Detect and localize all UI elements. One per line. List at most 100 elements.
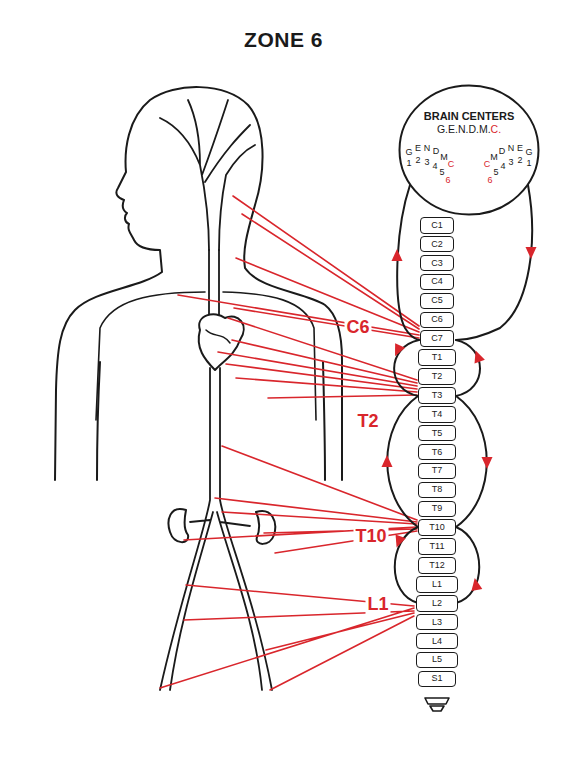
node-text: C4 — [431, 277, 443, 286]
vertebra-box: T12 — [418, 557, 456, 574]
arm-line — [97, 362, 325, 480]
nerve-line — [160, 585, 414, 690]
vertebra-box: C4 — [420, 274, 454, 291]
brain-center-code: 2 — [415, 156, 420, 165]
spine-level-label: T10 — [353, 526, 388, 546]
heart-detail — [206, 330, 230, 343]
vertebra-box: C3 — [420, 255, 454, 272]
node-text: L3 — [432, 618, 442, 627]
kidney — [169, 509, 189, 542]
head-vessels — [160, 100, 255, 250]
node-text: T2 — [432, 372, 443, 381]
flow-arrowhead — [469, 577, 482, 591]
nerve-line — [218, 318, 417, 398]
brain-center-code: M — [490, 153, 498, 162]
flow-arrowhead — [482, 457, 493, 469]
brain-center-code: 6 — [487, 176, 492, 185]
vertebra-box: T4 — [418, 406, 456, 423]
flow-arrowhead — [526, 247, 537, 259]
brain-center-code: 1 — [526, 159, 531, 168]
circulation-loop — [387, 396, 487, 527]
oval-text-block: BRAIN CENTERSG.E.N.D.M.C. — [398, 110, 540, 137]
oval-text-line: G.E.N.D.M.C. — [398, 123, 540, 137]
vertebra-box: T2 — [418, 368, 456, 385]
vertebra-box: T8 — [418, 482, 456, 499]
brain-center-code: N — [424, 144, 431, 153]
node-text: T8 — [432, 485, 443, 494]
brain-center-code: C — [484, 160, 491, 169]
brain-center-code: E — [415, 144, 421, 153]
heart — [199, 314, 244, 370]
main-vessels — [160, 250, 272, 690]
nerve-line — [178, 196, 419, 338]
brain-center-code: 2 — [517, 156, 522, 165]
coccyx — [425, 698, 449, 704]
vertebra-box: T3 — [418, 387, 456, 404]
node-text: T1 — [432, 353, 443, 362]
brain-center-code: 3 — [424, 158, 429, 167]
node-text: T11 — [430, 542, 445, 551]
brain-center-code: 6 — [445, 176, 450, 185]
node-text: T4 — [432, 410, 443, 419]
vertebra-box: L4 — [416, 633, 458, 650]
node-text: L4 — [432, 637, 442, 646]
circulation-loop — [395, 527, 480, 603]
brain-center-code: D — [433, 147, 440, 156]
vertebra-box: L1 — [416, 576, 458, 593]
spine-level-label: T2 — [355, 411, 380, 431]
vertebra-box: T9 — [418, 501, 456, 518]
node-text: T12 — [429, 561, 445, 570]
nerve-line — [184, 446, 417, 553]
vertebra-box: C6 — [420, 312, 454, 329]
node-text: L5 — [432, 655, 442, 664]
node-text: C5 — [431, 296, 443, 305]
node-text: C. — [491, 123, 502, 135]
node-text: L1 — [432, 580, 442, 589]
brain-center-code: M — [440, 153, 448, 162]
node-text: C3 — [431, 259, 443, 268]
node-text: C7 — [431, 334, 443, 343]
vertebra-box: C7 — [420, 330, 454, 347]
node-text: T3 — [432, 391, 443, 400]
brain-center-code: C — [448, 160, 455, 169]
brain-center-code: 1 — [406, 159, 411, 168]
vertebra-box: T7 — [418, 463, 456, 480]
vertebra-box: L3 — [416, 614, 458, 631]
kidney — [256, 511, 275, 544]
flow-arrowhead — [470, 349, 484, 364]
brain-center-code: 4 — [500, 162, 505, 171]
node-text: C1 — [431, 221, 443, 230]
brain-center-code: N — [508, 144, 515, 153]
brain-center-code: 5 — [439, 168, 444, 177]
vertebra-box: T5 — [418, 425, 456, 442]
arm-vessel — [96, 292, 316, 420]
brain-center-code: 3 — [508, 158, 513, 167]
coccyx — [430, 706, 444, 711]
node-text: T10 — [429, 523, 445, 532]
flow-arrowhead — [390, 343, 405, 359]
vertebra-box: T6 — [418, 444, 456, 461]
diagram-title: ZONE 6 — [0, 28, 567, 52]
spine-level-label: L1 — [365, 594, 390, 614]
flow-arrowhead — [382, 455, 393, 467]
node-text: G.E.N.D.M. — [437, 123, 491, 135]
flow-arrowhead — [392, 249, 403, 261]
brain-center-code: 4 — [432, 162, 437, 171]
node-text: T9 — [432, 504, 443, 513]
vertebra-box: T11 — [418, 538, 456, 555]
node-text: T7 — [432, 466, 443, 475]
brain-center-code: 5 — [493, 168, 498, 177]
node-text: BRAIN CENTERS — [398, 110, 540, 123]
vertebra-box: L2 — [416, 595, 458, 612]
node-text: S1 — [431, 674, 442, 683]
vertebra-box: C5 — [420, 293, 454, 310]
flow-arrowhead — [391, 534, 405, 549]
oval-outline — [400, 86, 539, 215]
vertebra-box: L5 — [416, 652, 458, 669]
spine-level-label: C6 — [344, 317, 371, 337]
brain-center-code: E — [517, 144, 523, 153]
vertebra-box: C1 — [420, 217, 454, 234]
vertebra-box: S1 — [418, 671, 456, 688]
